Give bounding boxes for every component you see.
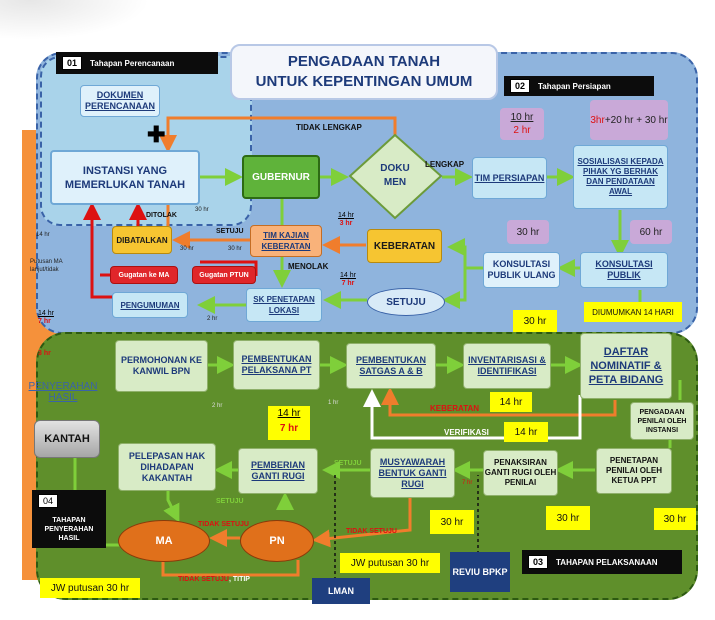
corner-decoration: [0, 0, 150, 40]
dur-s2hr: 2 hr: [207, 316, 218, 322]
label-setuju-ma: SETUJU: [216, 498, 244, 505]
dur-d14-keb: 14 hr: [490, 392, 532, 412]
page-title: PENGADAAN TANAH UNTUK KEPENTINGAN UMUM: [230, 44, 498, 100]
dur-d30-pen: 30 hr: [546, 506, 590, 530]
gugatan-ptun-box[interactable]: Gugatan PTUN: [192, 266, 256, 284]
sosialisasi-box[interactable]: SOSIALISASI KEPADA PIHAK YG BERHAK DAN P…: [573, 145, 668, 209]
pelepasan-box[interactable]: PELEPASAN HAK DIHADAPAN KAKANTAH: [118, 443, 216, 491]
plus-icon: ✚: [147, 122, 166, 147]
dokumen-perencanaan-box[interactable]: DOKUMEN PERENCANAAN: [80, 85, 160, 117]
konsultasi-ulang-box[interactable]: KONSULTASI PUBLIK ULANG: [483, 252, 560, 288]
duration-konsultasi: 60 hr: [630, 220, 672, 244]
pemberian-box[interactable]: PEMBERIAN GANTI RUGI: [238, 448, 318, 494]
permohonan-box[interactable]: PERMOHONAN KE KANWIL BPN: [115, 340, 208, 392]
pembentukan-pt-box[interactable]: PEMBENTUKAN PELAKSANA PT: [233, 340, 320, 390]
dokumen-diamond[interactable]: DOKU MEN: [348, 133, 443, 220]
stage4-label: 04 TAHAPAN PENYERAHAN HASIL: [32, 490, 106, 548]
duration-sosialisasi: 3hr+20 hr + 30 hr: [590, 100, 668, 140]
keberatan-box[interactable]: KEBERATAN: [367, 229, 442, 263]
tim-kajian-box[interactable]: TIM KAJIAN KEBERATAN: [250, 225, 322, 257]
penyerahan-hasil-box[interactable]: PENYERAHAN HASIL: [28, 381, 98, 403]
label-tidak-setuju-2: TIDAK SETUJU: [346, 528, 397, 535]
reviu-bpkp-box[interactable]: REVIU BPKP: [450, 552, 510, 592]
label-setuju-small: SETUJU: [216, 228, 244, 235]
dur-s3hr-left: 3 hr: [38, 350, 51, 357]
dur-d30-mus: 30 hr: [430, 510, 474, 534]
duration-tim: 10 hr 2 hr: [500, 108, 544, 140]
duration-konsultasi-ulang: 30 hr: [507, 220, 549, 244]
penetapan-penilai-box[interactable]: PENETAPAN PENILAI OLEH KETUA PPT: [596, 448, 672, 494]
instansi-box[interactable]: INSTANSI YANG MEMERLUKAN TANAH: [50, 150, 200, 205]
label-tidak-lengkap: TIDAK LENGKAP: [296, 123, 362, 132]
dur-s2hr-g: 2 hr: [212, 403, 223, 409]
lman-box[interactable]: LMAN: [312, 578, 370, 604]
label-keberatan-red: KEBERATAN: [430, 404, 480, 413]
dur-s30-a: 30 hr: [180, 246, 194, 252]
label-jw1: JW putusan 30 hr: [40, 578, 140, 598]
gubernur-box[interactable]: GUBERNUR: [242, 155, 320, 199]
dur-d14-ver: 14 hr: [504, 422, 548, 442]
pengumuman-box[interactable]: PENGUMUMAN: [112, 292, 188, 318]
pengadaan-penilai-box[interactable]: PENGADAAN PENILAI OLEH INSTANSI: [630, 402, 694, 440]
daftar-nominatif-box[interactable]: DAFTAR NOMINATIF & PETA BIDANG: [580, 333, 672, 399]
satgas-box[interactable]: PEMBENTUKAN SATGAS A & B: [346, 343, 436, 389]
inventarisasi-box[interactable]: INVENTARISASI & IDENTIFIKASI: [463, 343, 551, 389]
konsultasi-publik-box[interactable]: KONSULTASI PUBLIK: [580, 252, 668, 288]
label-jw2: JW putusan 30 hr: [340, 553, 440, 573]
pn-oval[interactable]: PN: [240, 520, 314, 562]
dur-s1hr-g: 1 hr: [328, 400, 339, 406]
tim-persiapan-box[interactable]: TIM PERSIAPAN: [472, 157, 547, 199]
label-verifikasi: VERIFIKASI: [444, 428, 489, 437]
dibatalkan-box[interactable]: DIBATALKAN: [112, 226, 172, 254]
label-setuju-pemberian: SETUJU: [334, 460, 362, 467]
musyawarah-box[interactable]: MUSYAWARAH BENTUK GANTI RUGI: [370, 448, 455, 498]
label-tidak-setuju-titip: TIDAK SETUJU, TITIP: [178, 576, 250, 583]
label-diumumkan: DIUMUMKAN 14 HARI: [584, 302, 682, 322]
setuju-ellipse[interactable]: SETUJU: [367, 288, 445, 316]
dur-s30-b: 30 hr: [228, 246, 242, 252]
ma-oval[interactable]: MA: [118, 520, 210, 562]
gugatan-ma-box[interactable]: Gugatan ke MA: [110, 266, 178, 284]
label-menolak: MENOLAK: [288, 262, 329, 271]
label-ditolak: DITOLAK: [146, 212, 177, 219]
dur-d30-right: 30 hr: [654, 508, 696, 530]
label-tidak-setuju-1: TIDAK SETUJU: [198, 521, 249, 528]
dur-s14-left: 14 hr: [36, 232, 50, 238]
dur-s7hr-g: 7 hr: [462, 480, 473, 486]
label-putusan-ma: Putusan MA lanjut/tidak: [30, 259, 63, 273]
label-lengkap: LENGKAP: [425, 160, 465, 169]
sk-penetapan-box[interactable]: SK PENETAPAN LOKASI: [246, 288, 322, 322]
dur-s30-gub: 30 hr: [195, 207, 209, 213]
dur-d30-inv: 30 hr: [513, 310, 557, 332]
penaksiran-box[interactable]: PENAKSIRAN GANTI RUGI OLEH PENILAI: [483, 450, 558, 496]
kantah-box[interactable]: KANTAH: [34, 420, 100, 458]
